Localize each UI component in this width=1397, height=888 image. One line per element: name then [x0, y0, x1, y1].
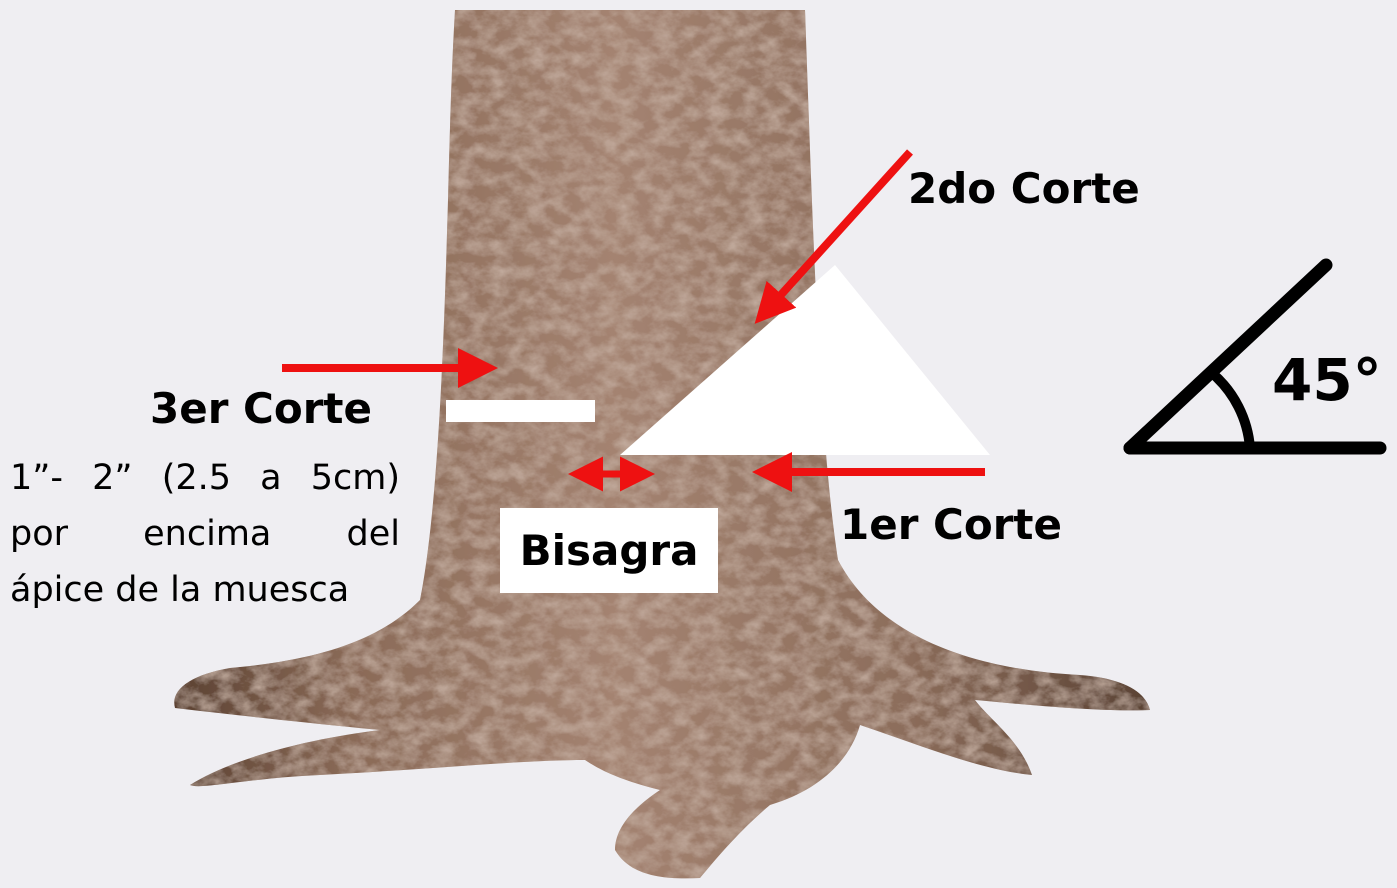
note-line-1: 1”- 2” (2.5 a 5cm) [10, 450, 400, 506]
back-cut-marker [446, 400, 595, 422]
second-cut-label: 2do Corte [908, 164, 1140, 213]
first-cut-label: 1er Corte [840, 500, 1062, 549]
third-cut-label: 3er Corte [150, 384, 372, 433]
note-line-2: por encima del [10, 506, 400, 562]
note-line-3: ápice de la muesca [10, 562, 400, 618]
third-cut-note: 1”- 2” (2.5 a 5cm) por encima del ápice … [10, 450, 400, 618]
hinge-label-box: Bisagra [500, 508, 718, 593]
hinge-label: Bisagra [500, 508, 718, 593]
angle-label: 45° [1272, 346, 1382, 414]
